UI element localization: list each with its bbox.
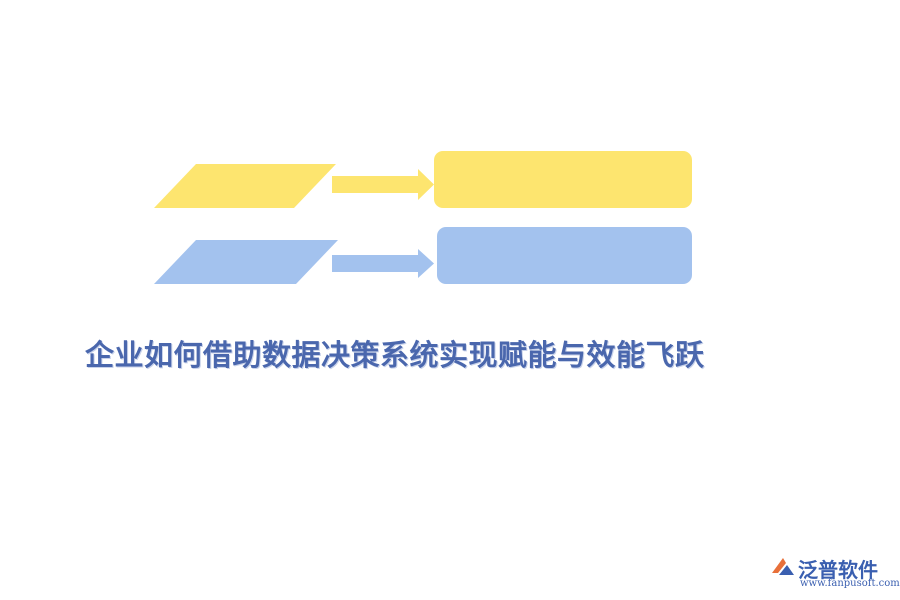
flow-row-2 xyxy=(154,227,692,284)
row-1-arrow xyxy=(332,169,434,200)
row-2-arrow xyxy=(332,249,434,278)
logo-name: 泛普软件 xyxy=(798,558,878,582)
logo-mark-icon xyxy=(772,558,794,575)
flow-row-1 xyxy=(154,151,692,208)
diagram-title: 企业如何借助数据决策系统实现赋能与效能飞跃 xyxy=(85,338,705,372)
row-2-parallelogram xyxy=(154,240,338,284)
brand-logo: 泛普软件 www.fanpusoft.com xyxy=(770,553,900,593)
row-2-box xyxy=(437,227,692,284)
row-1-parallelogram xyxy=(154,164,336,208)
logo-url: www.fanpusoft.com xyxy=(800,578,900,589)
row-1-box xyxy=(434,151,692,208)
